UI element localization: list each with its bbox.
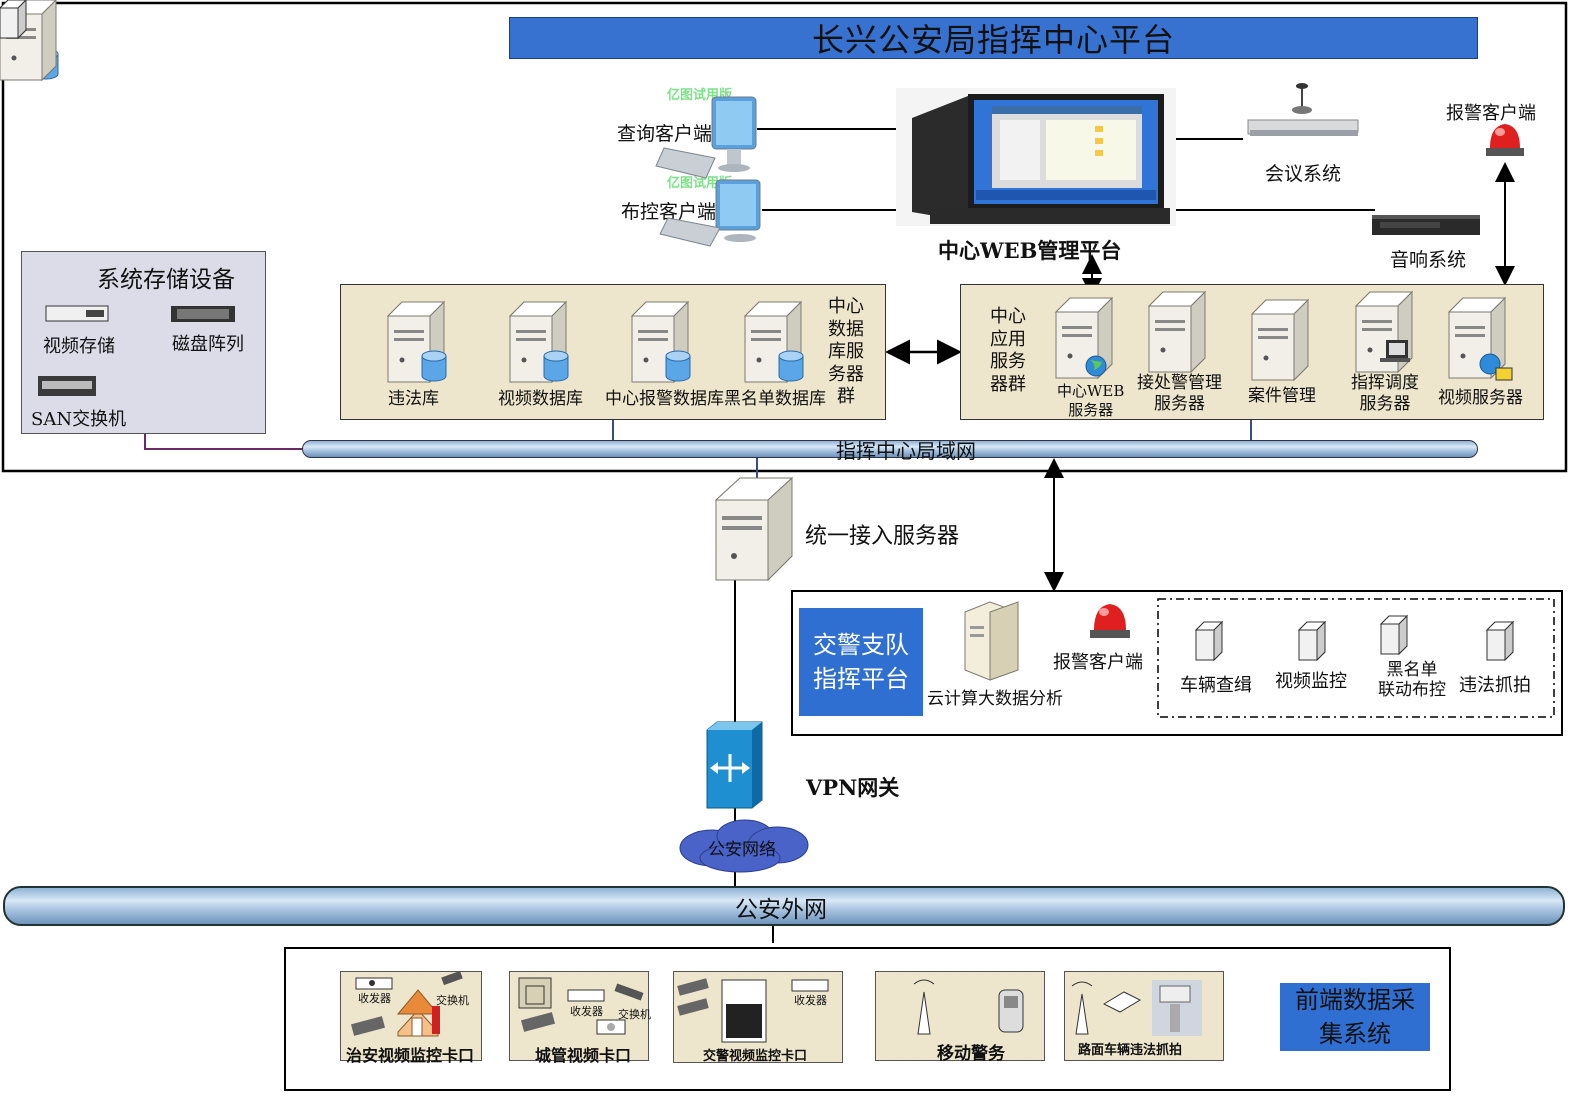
db-server-label: 中心报警数据库 xyxy=(605,389,724,409)
front-sub-label: 交警视频监控卡口 xyxy=(703,1049,808,1064)
front-sub-label: 城管视频卡口 xyxy=(535,1046,632,1065)
control-pc-icon xyxy=(659,179,761,247)
traffic-alarm-label: 报警客户端 xyxy=(1053,652,1143,673)
switch-label: 交换机 xyxy=(618,1008,651,1021)
web-platform-label: 中心WEB管理平台 xyxy=(938,238,1122,263)
lan-label: 指挥中心局域网 xyxy=(836,439,976,463)
meeting-label: 会议系统 xyxy=(1265,163,1342,185)
query-pc-icon xyxy=(655,96,757,179)
audio-label: 音响系统 xyxy=(1390,249,1467,271)
video-storage-label: 视频存储 xyxy=(43,336,115,357)
db-server-label: 违法库 xyxy=(388,389,439,409)
globe-icon xyxy=(1479,353,1501,375)
transceiver-label: 收发器 xyxy=(794,994,827,1007)
san-switch-label: SAN交换机 xyxy=(31,409,127,430)
front-sub-label: 移动警务 xyxy=(937,1044,1005,1064)
access-server-label: 统一接入服务器 xyxy=(805,524,960,549)
alarm-client-label: 报警客户端 xyxy=(1446,103,1536,124)
alarm-light-icon-2 xyxy=(1090,604,1130,638)
traffic-item: 违法抓拍 xyxy=(1459,675,1531,696)
switch-label: 交换机 xyxy=(436,994,469,1007)
wan-label: 公安外网 xyxy=(735,897,827,923)
command-center-lan-pipe xyxy=(302,440,1478,458)
traffic-item: 视频监控 xyxy=(1275,671,1347,692)
vpn-label: VPN网关 xyxy=(806,775,900,800)
disk-array-label: 磁盘阵列 xyxy=(172,334,244,355)
platform-title: 长兴公安局指挥中心平台 xyxy=(811,21,1175,59)
storage-panel xyxy=(21,251,266,434)
storage-title: 系统存储设备 xyxy=(97,267,235,293)
transceiver-label: 收发器 xyxy=(358,992,391,1005)
cloud-server-icon xyxy=(964,601,1019,681)
platform-title-banner: 长兴公安局指挥中心平台 xyxy=(509,17,1478,59)
video-storage-icon xyxy=(45,305,109,322)
front-sub-label: 治安视频监控卡口 xyxy=(346,1046,475,1065)
front-end-tag: 前端数据采 集系统 xyxy=(1280,983,1430,1051)
app-server-label: 视频服务器 xyxy=(1438,388,1523,408)
front-sub-label: 路面车辆违法抓拍 xyxy=(1078,1043,1183,1058)
police-network-label: 公安网络 xyxy=(708,840,776,860)
monitor-small-icon xyxy=(1380,340,1410,362)
db-server-label: 视频数据库 xyxy=(498,389,583,409)
disk-array-icon xyxy=(171,306,235,322)
police-wan-pipe xyxy=(3,886,1565,926)
traffic-platform-tag: 交警支队 指挥平台 xyxy=(799,608,923,716)
control-client-label: 布控客户端 xyxy=(621,201,717,223)
san-switch-icon xyxy=(38,376,96,396)
app-group-label: 中心 应用 服务 器群 xyxy=(990,306,1026,395)
db-server-label: 黑名单数据库 xyxy=(724,389,826,409)
app-server-label: 接处警管理 服务器 xyxy=(1137,373,1222,414)
transceiver-label: 收发器 xyxy=(570,1005,603,1018)
app-server-label: 中心WEB 服务器 xyxy=(1057,382,1125,419)
app-server-label: 指挥调度 服务器 xyxy=(1351,373,1419,414)
traffic-item: 车辆查缉 xyxy=(1180,675,1252,696)
traffic-item: 黑名单 联动布控 xyxy=(1378,660,1446,700)
query-client-label: 查询客户端 xyxy=(617,123,713,145)
db-group-label: 中心 数据 库服 务器 群 xyxy=(828,296,864,407)
app-server-label: 案件管理 xyxy=(1248,386,1316,406)
cloud-analysis-label: 云计算大数据分析 xyxy=(927,689,1063,709)
